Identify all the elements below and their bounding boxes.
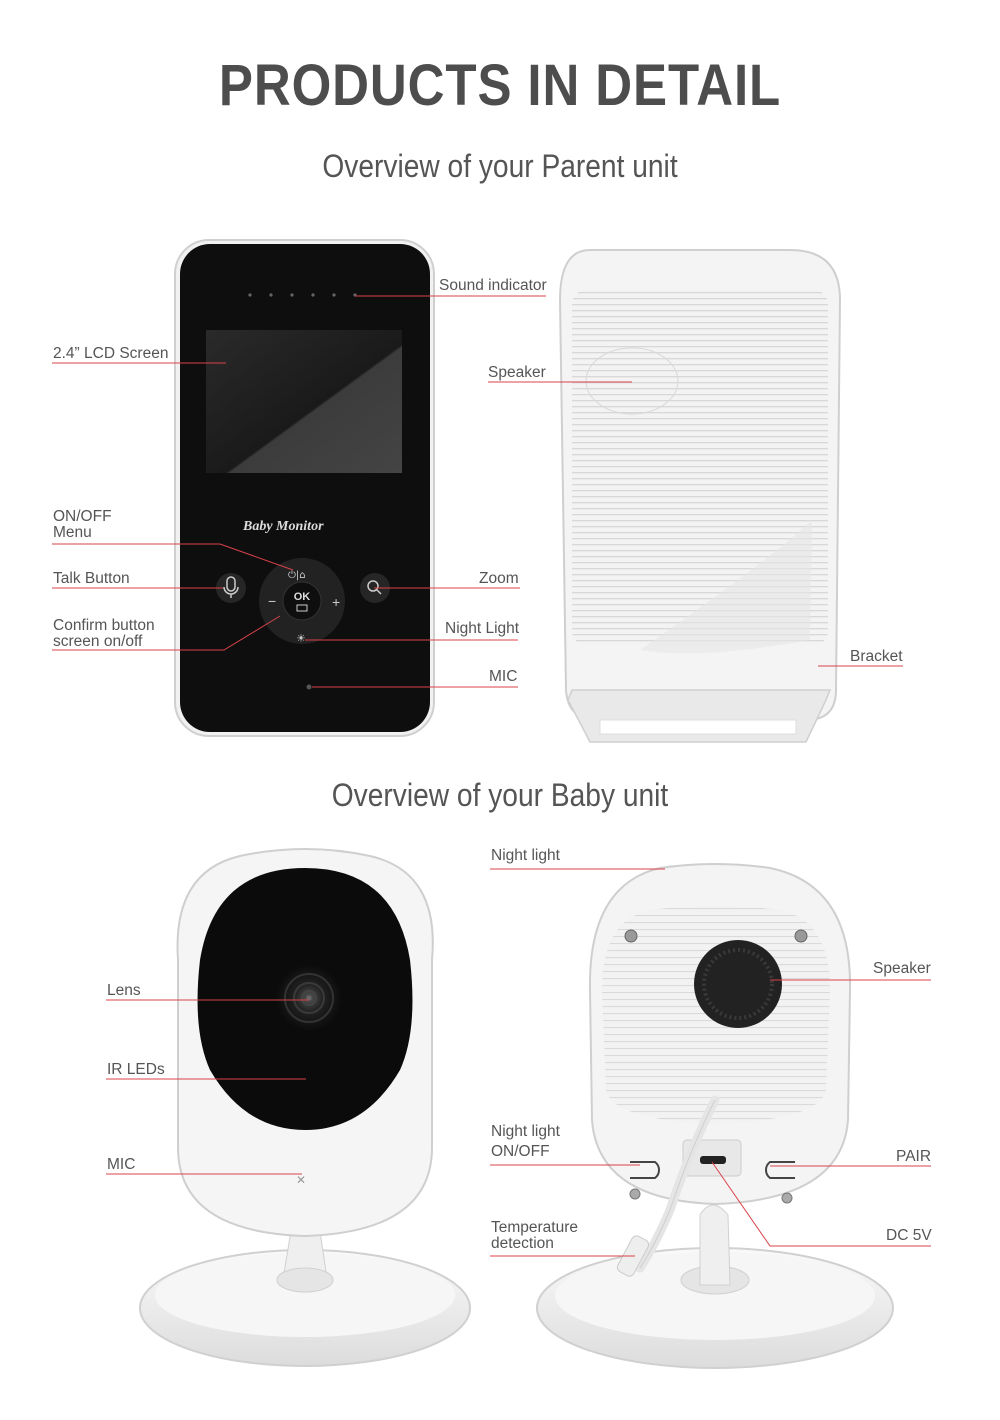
label-lens: Lens [107,982,141,999]
baby-unit-front: ✕ [139,848,471,1367]
label-dc-5v: DC 5V [886,1227,932,1244]
night-light-icon: ☀ [296,632,306,645]
label-confirm-button: Confirm button screen on/off [53,617,155,650]
label-zoom: Zoom [479,570,519,587]
usb-port [700,1156,726,1164]
baby-unit-back [536,863,894,1369]
label-speaker-parent: Speaker [488,364,546,381]
label-night-light-onoff: Night light ON/OFF [491,1123,560,1160]
label-pair: PAIR [896,1148,932,1165]
label-night-light-top: Night light [491,847,560,864]
baby-unit-heading: Overview of your Baby unit [331,777,669,813]
label-sound-indicator: Sound indicator [439,277,547,294]
ok-button[interactable] [282,581,322,621]
pair-button[interactable] [765,1161,795,1179]
night-light-switch[interactable] [630,1161,660,1179]
label-onoff-menu: ON/OFF Menu [53,508,112,541]
leader-lines-baby [106,868,931,1257]
label-speaker-baby: Speaker [873,960,931,977]
label-ir-leds: IR LEDs [107,1061,165,1078]
parent-unit-heading: Overview of your Parent unit [322,148,678,184]
plus-icon: + [332,594,340,610]
parent-unit-back [558,249,842,743]
screen-icon [296,604,308,612]
zoom-icon [367,580,379,592]
parent-unit-front: OK − + ⏻|⌂ ☀ Baby Monitor [174,239,435,737]
label-temperature-detection: Temperature detection [491,1219,579,1252]
label-mic-parent: MIC [489,668,518,685]
speaker-grille-baby [694,940,782,1028]
label-night-light: Night Light [445,620,520,637]
speaker-grille [572,290,828,645]
ok-label: OK [294,591,311,603]
label-talk-button: Talk Button [53,570,130,587]
leader-lines-parent [52,295,903,688]
microphone-icon [223,576,239,598]
label-lcd-screen: 2.4” LCD Screen [53,345,169,362]
power-home-icon: ⏻|⌂ [288,570,306,581]
baby-monitor-logo: Baby Monitor [242,519,324,534]
talk-button[interactable] [216,573,246,603]
label-mic-baby: MIC [107,1156,136,1173]
mic-hole [306,684,312,690]
lcd-screen [206,330,402,473]
mic-mark-icon: ✕ [296,1173,306,1187]
minus-icon: − [268,593,276,609]
label-bracket: Bracket [850,648,903,665]
page-title: PRODUCTS IN DETAIL [218,53,782,118]
